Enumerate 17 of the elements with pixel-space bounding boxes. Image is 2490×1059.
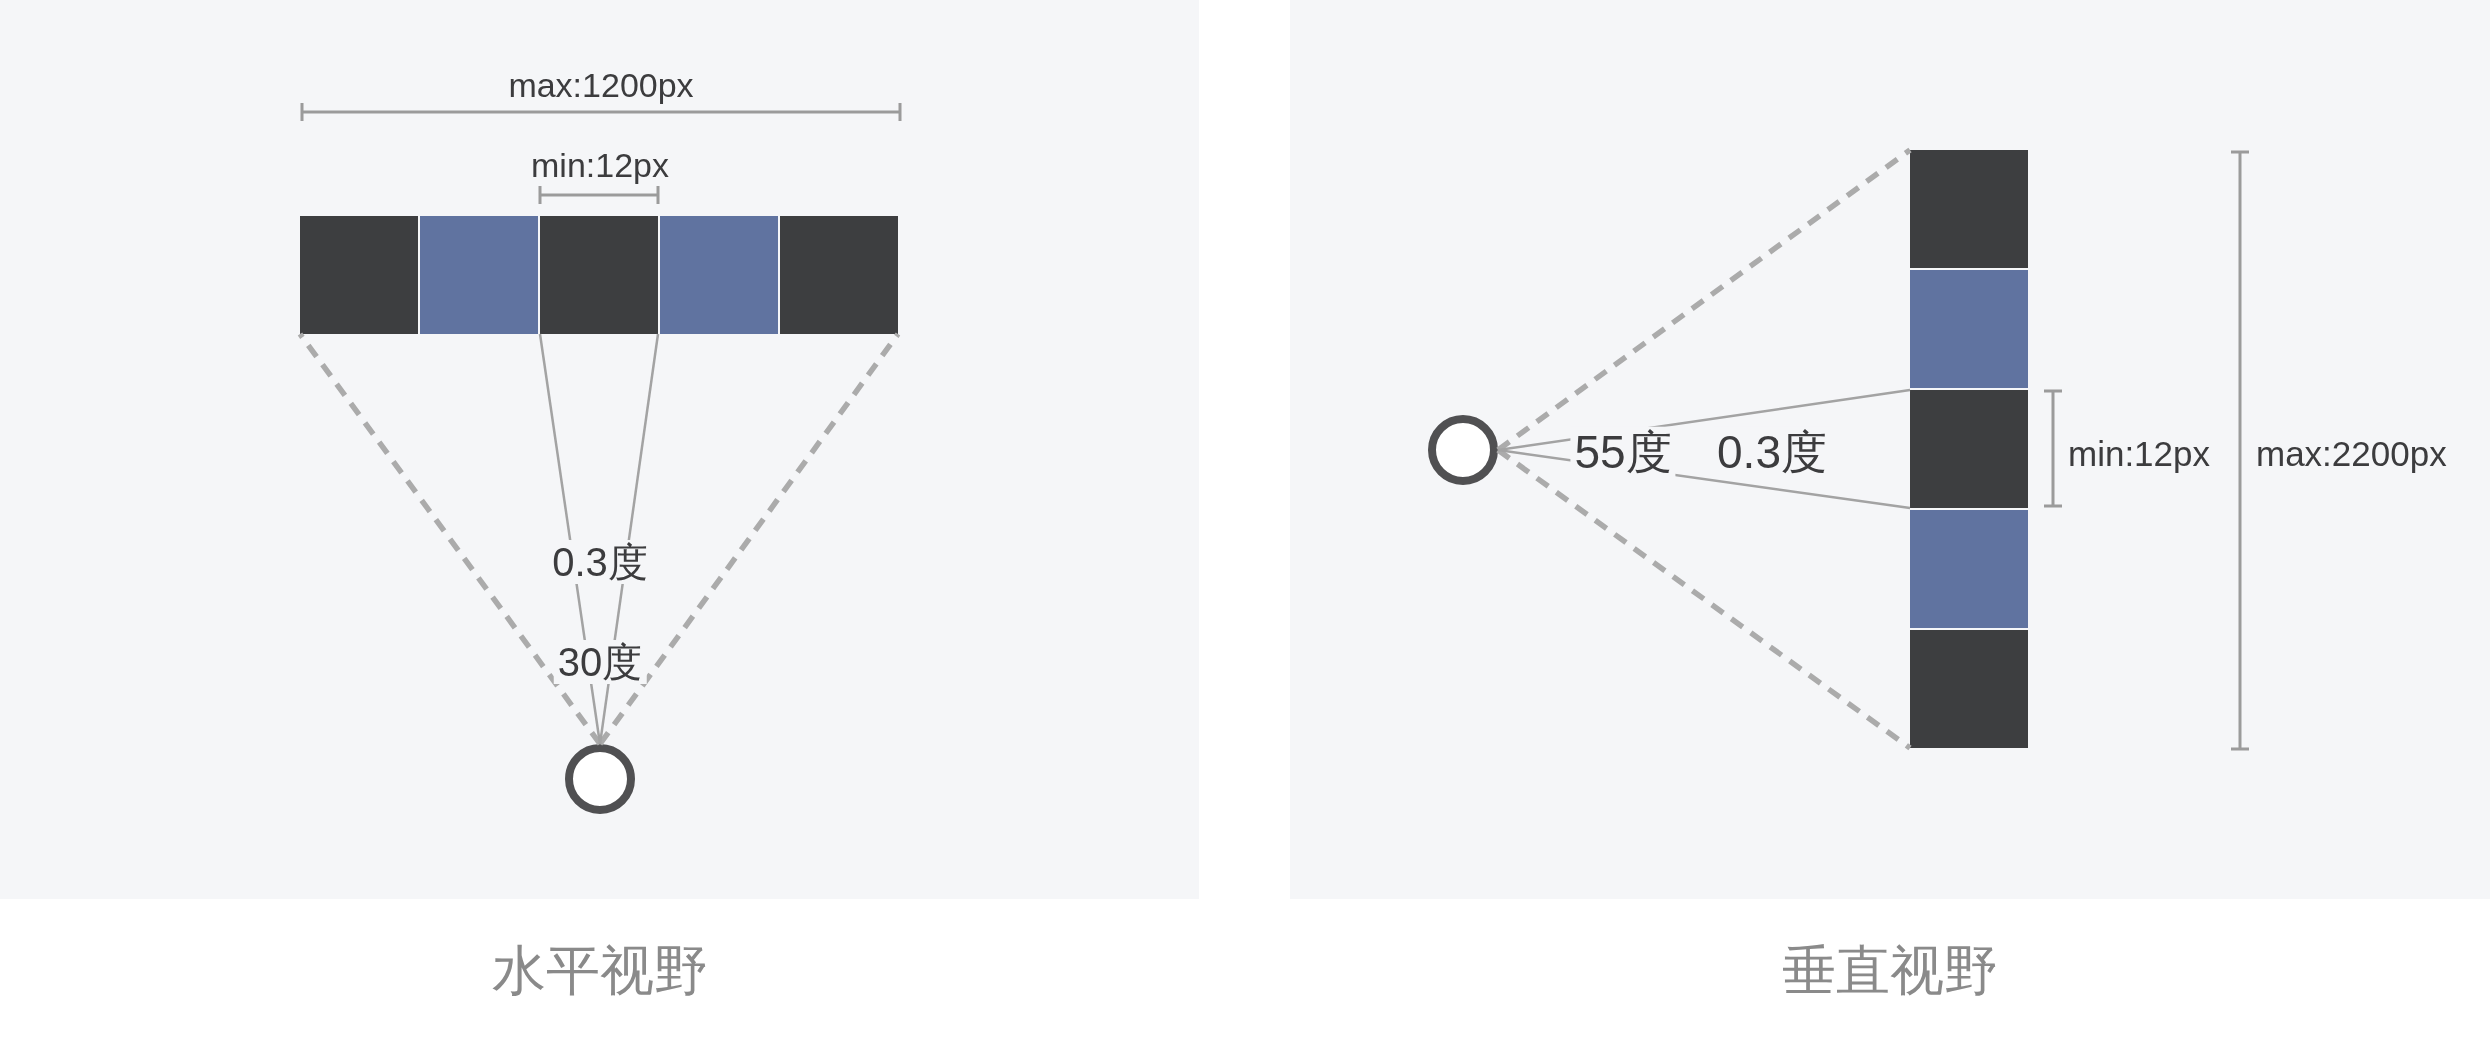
screen-block: [540, 216, 658, 334]
screen-block: [780, 216, 898, 334]
screen-block: [420, 216, 538, 334]
viewer-circle: [565, 744, 635, 814]
panel-caption: 垂直视野: [1782, 941, 1998, 1001]
screen-block: [1910, 150, 2028, 268]
screen-block: [1910, 390, 2028, 508]
angle-label: 30度: [553, 640, 647, 684]
screen-block: [300, 216, 418, 334]
screen-block: [1910, 510, 2028, 628]
screen-block: [1910, 630, 2028, 748]
sight-line: [1496, 447, 1912, 751]
viewer-circle: [1428, 415, 1498, 485]
screen-block: [660, 216, 778, 334]
panel-caption: 水平视野: [491, 941, 708, 1001]
screen-block: [1910, 270, 2028, 388]
angle-label: 55度: [1570, 426, 1676, 478]
